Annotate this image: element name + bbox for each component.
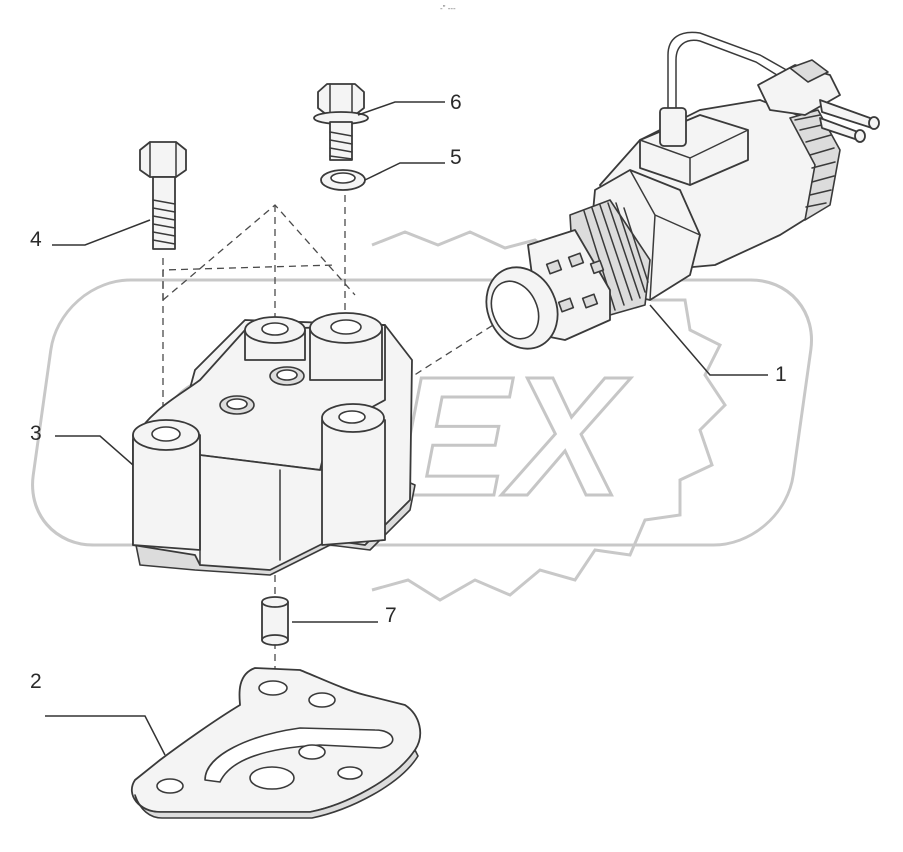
callout-2: 2 [30, 670, 166, 756]
washer [320, 169, 366, 191]
callout-1: 1 [649, 304, 787, 386]
callout-7: 7 [292, 604, 397, 627]
callout-label-7: 7 [385, 604, 397, 627]
watermark-band [31, 278, 814, 547]
callout-label-1: 1 [775, 363, 787, 386]
dowel-pin [261, 596, 289, 646]
bolt-short [313, 83, 369, 161]
callout-label-2: 2 [30, 670, 42, 693]
assembly-lines [162, 195, 521, 680]
header-mark: -" --- [440, 4, 456, 13]
bolt-long [139, 141, 187, 250]
callout-4: 4 [30, 219, 151, 251]
watermark-gear [371, 230, 727, 602]
gasket-plate [130, 667, 422, 819]
valve-body [132, 312, 416, 576]
solenoid-valve [485, 31, 880, 350]
callout-label-3: 3 [30, 422, 42, 445]
callout-label-6: 6 [450, 91, 462, 114]
callout-5: 5 [364, 146, 462, 181]
callout-label-5: 5 [450, 146, 462, 169]
callout-3: 3 [30, 422, 134, 466]
callout-label-4: 4 [30, 228, 42, 251]
callout-6: 6 [357, 91, 462, 116]
